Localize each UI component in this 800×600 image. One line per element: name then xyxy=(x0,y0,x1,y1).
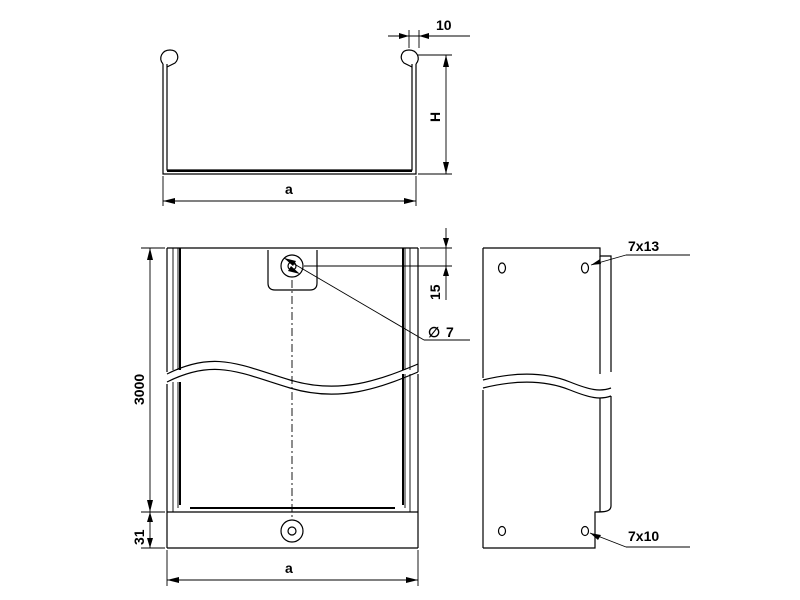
length-label: 3000 xyxy=(131,374,147,405)
height-label: H xyxy=(427,112,443,122)
lip-width-label: 10 xyxy=(436,17,452,33)
side-view: 7x13 7x10 xyxy=(482,238,690,549)
front-view: ∅ 7 15 3000 31 a xyxy=(131,228,470,586)
cross-section-view: a H 10 xyxy=(160,17,470,206)
hole-diameter-label: 7 xyxy=(446,324,454,340)
hole-offset-label: 15 xyxy=(427,284,443,300)
top-slot-label: 7x13 xyxy=(628,238,659,254)
bottom-width-label: a xyxy=(285,560,293,576)
diameter-symbol: ∅ xyxy=(428,324,440,340)
end-offset-label: 31 xyxy=(131,529,147,545)
top-width-label: a xyxy=(285,181,293,197)
bottom-slot-label: 7x10 xyxy=(628,528,659,544)
